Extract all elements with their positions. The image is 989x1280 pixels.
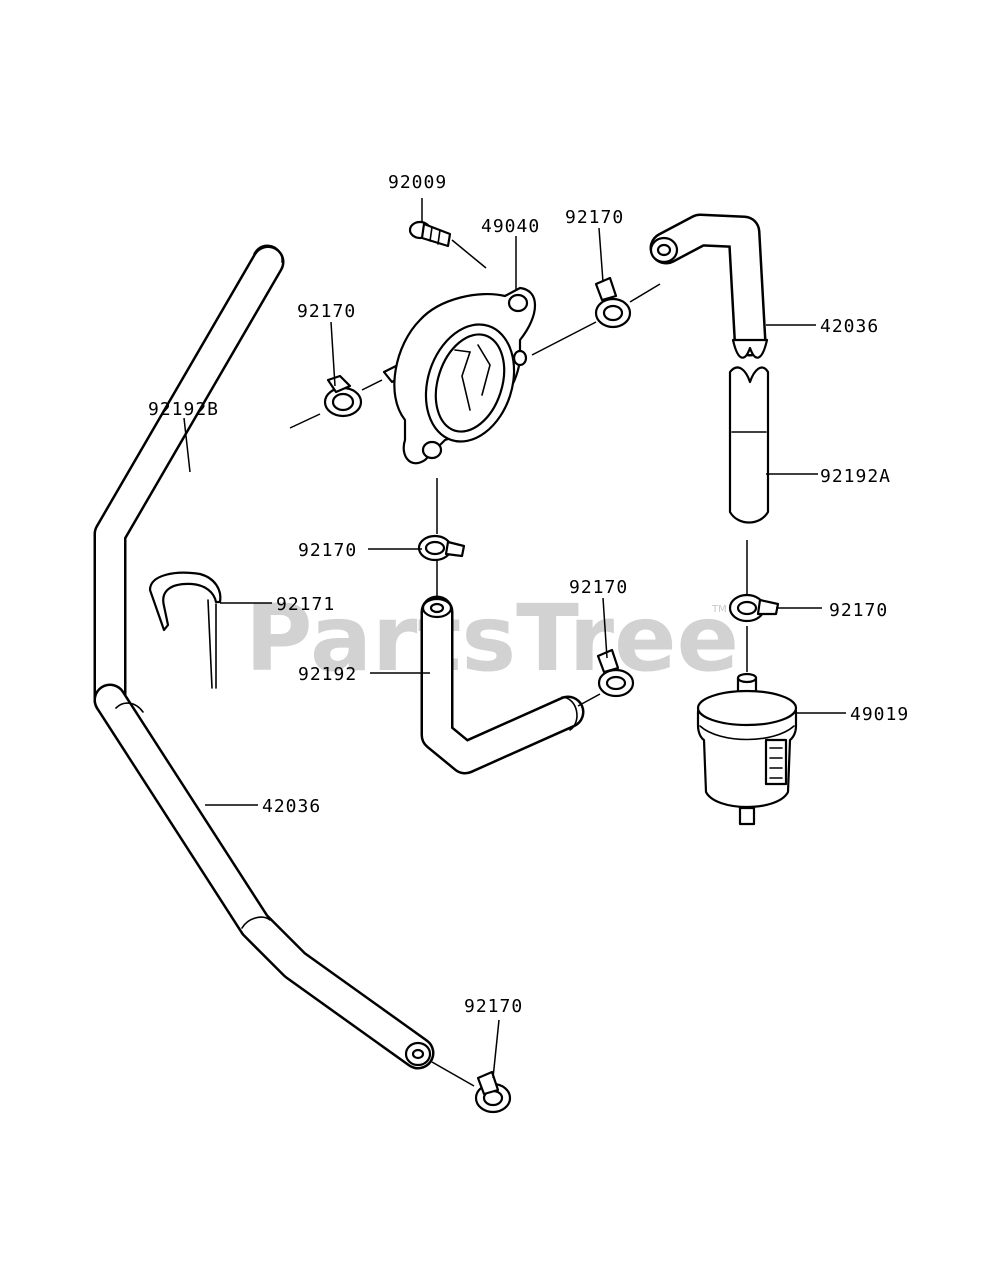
clamp-mid-part[interactable]: [596, 648, 635, 698]
tube-right-vertical-part[interactable]: [728, 366, 770, 524]
valve-part[interactable]: [382, 286, 536, 465]
callout-clamp-top-left: 92170: [297, 301, 356, 322]
callout-clamp-top-right: 92170: [565, 207, 624, 228]
clamp-valve-bottom-part[interactable]: [417, 534, 466, 562]
callout-clamp-bottom: 92170: [464, 996, 523, 1017]
callout-filter: 49019: [850, 704, 909, 725]
callout-hose-upper-right: 42036: [820, 316, 879, 337]
callout-hose-lower-left: 42036: [262, 796, 321, 817]
watermark-text: PartsTree: [245, 585, 739, 692]
tube-middle-part[interactable]: [420, 595, 585, 775]
callout-clip: 92171: [276, 594, 335, 615]
screw-part[interactable]: [408, 220, 452, 248]
clamp-top-right-part[interactable]: [594, 276, 632, 329]
clip-part[interactable]: [148, 571, 222, 689]
hose-upper-right-part[interactable]: [649, 213, 769, 359]
callout-clamp-mid: 92170: [569, 577, 628, 598]
watermark-tm: TM: [711, 604, 727, 615]
callout-tube-right-vertical: 92192A: [820, 466, 891, 487]
callout-screw: 92009: [388, 172, 447, 193]
callout-tube-middle: 92192: [298, 664, 357, 685]
clamp-right-filter-part[interactable]: [728, 593, 780, 623]
tube-left-long-part[interactable]: [93, 245, 285, 717]
hose-lower-left-part[interactable]: [93, 683, 435, 1070]
clamp-top-left-part[interactable]: [323, 374, 363, 418]
callout-valve: 49040: [481, 216, 540, 237]
callout-clamp-right-filter: 92170: [829, 600, 888, 621]
callout-tube-left-long: 92192B: [148, 399, 219, 420]
filter-part[interactable]: [696, 672, 798, 826]
callout-clamp-valve-bottom: 92170: [298, 540, 357, 561]
